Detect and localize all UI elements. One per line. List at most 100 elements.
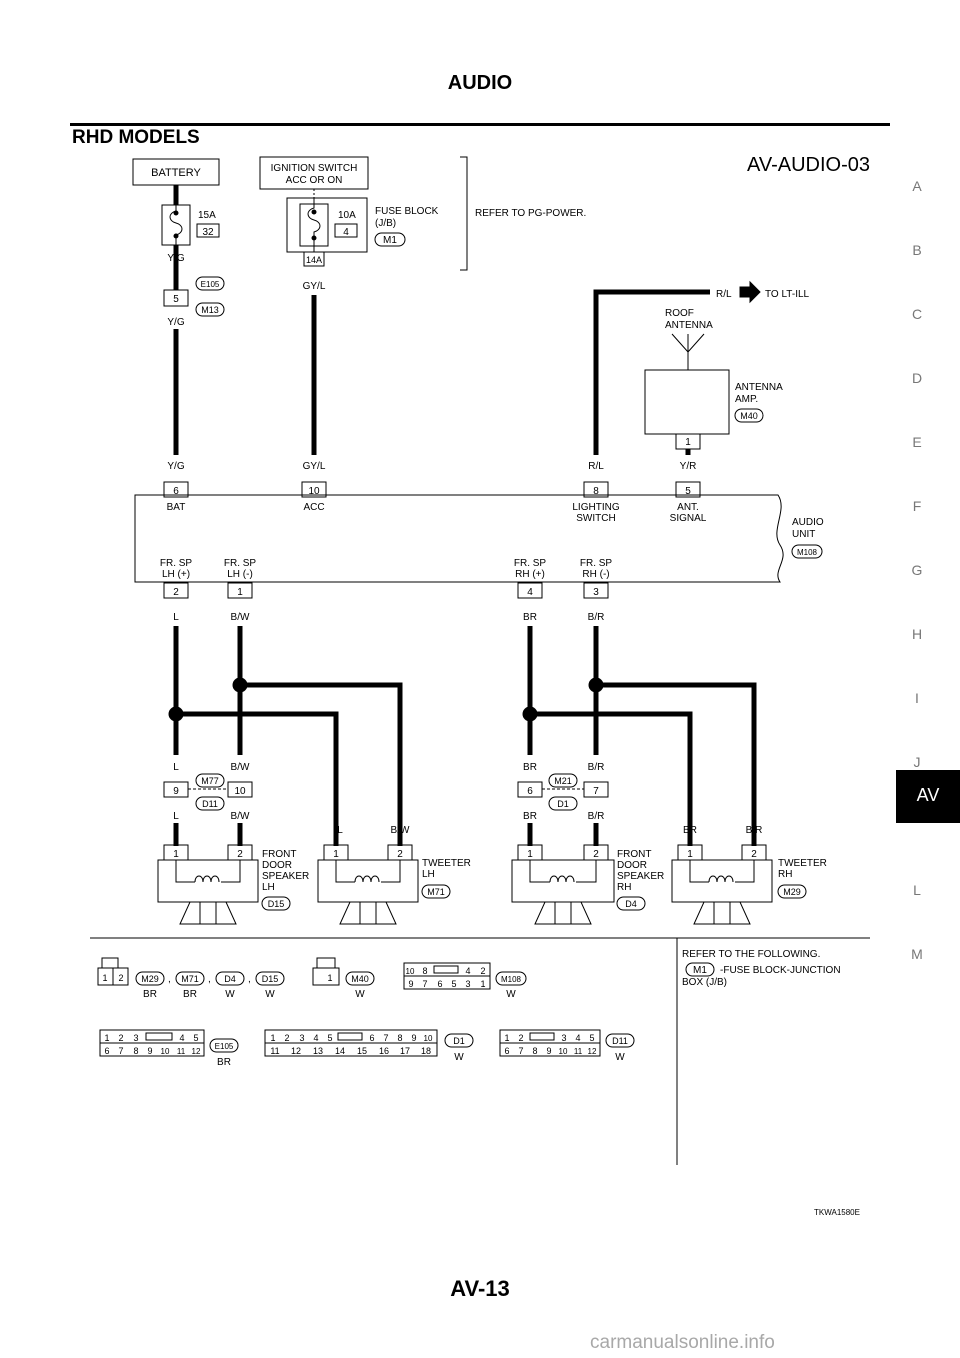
legend-connector-face xyxy=(403,962,491,977)
audio-top-pin: 5 xyxy=(685,486,691,497)
side-index-letter[interactable]: D xyxy=(911,370,923,386)
speaker-pin: 1 xyxy=(173,849,179,860)
legend-pin: 9 xyxy=(147,1046,152,1056)
side-index-letter[interactable]: H xyxy=(911,626,923,642)
legend-color: BR xyxy=(143,989,157,1000)
legend-connector: D15 xyxy=(262,974,279,984)
diagram-id: AV-AUDIO-03 xyxy=(747,154,870,176)
audio-top-pin-box xyxy=(163,481,189,498)
legend-pin: 5 xyxy=(193,1033,198,1043)
wire-color-label: GY/L xyxy=(303,461,326,472)
legend-pin: 8 xyxy=(133,1046,138,1056)
wire-color-label: B/R xyxy=(588,762,605,773)
connector-e105-pin-box xyxy=(163,289,189,307)
legend-separator: , xyxy=(208,974,211,985)
speaker-label: FRONT xyxy=(617,849,651,860)
legend-connector: M29 xyxy=(141,974,159,984)
legend-pin: 12 xyxy=(588,1047,597,1056)
legend-pin: 4 xyxy=(179,1033,184,1043)
side-index-letter[interactable]: J xyxy=(913,754,921,770)
legend-pin: 5 xyxy=(451,979,456,989)
refer-following: REFER TO THE FOLLOWING. xyxy=(682,949,820,960)
wire-color-label: R/L xyxy=(716,289,732,300)
legend-connector-face xyxy=(312,967,340,986)
speaker-wires xyxy=(173,626,757,846)
audio-top-pin-label: LIGHTING xyxy=(572,502,619,513)
figure-code: TKWA1580E xyxy=(814,1208,860,1217)
side-index-letter[interactable]: L xyxy=(913,882,921,898)
side-index-letter[interactable]: C xyxy=(911,306,923,322)
legend-color: W xyxy=(454,1052,464,1063)
roof-antenna-label: ANTENNA xyxy=(665,320,713,331)
audio-unit-label: AUDIO xyxy=(792,517,824,528)
legend-connector-oval xyxy=(215,971,245,986)
wire-color-label: B/W xyxy=(231,612,250,623)
legend-pin: 17 xyxy=(400,1046,410,1056)
speaker-tweeter-rh xyxy=(671,844,773,925)
side-index-letter[interactable]: A xyxy=(912,178,922,194)
wire-color-label: Y/R xyxy=(680,461,697,472)
speaker-pin: 1 xyxy=(333,849,339,860)
side-index-letter[interactable]: G xyxy=(911,562,923,578)
side-index-letter[interactable]: M xyxy=(911,946,923,962)
side-index-letter[interactable]: I xyxy=(915,690,919,706)
wire-color-label: BR xyxy=(523,762,537,773)
fuse-block-terminal-box xyxy=(303,251,325,267)
legend-connector-oval xyxy=(444,1033,474,1048)
legend-pin: 6 xyxy=(104,1046,109,1056)
connector-e105-oval xyxy=(195,276,225,291)
legend-color: BR xyxy=(217,1057,231,1068)
audio-bottom-pin-box xyxy=(227,582,253,599)
legend-pin: 5 xyxy=(327,1033,332,1043)
legend-connector-key xyxy=(337,1032,363,1041)
to-lt-ill[interactable]: TO LT-ILL xyxy=(765,289,810,300)
legend-pin: 15 xyxy=(357,1046,367,1056)
joint-connector-top: M21 xyxy=(554,776,572,786)
audio-bottom-pin-label: RH (-) xyxy=(582,569,609,580)
page-title: AUDIO xyxy=(447,72,513,94)
wire-color-label: B/R xyxy=(746,825,763,836)
audio-bottom-pin-box xyxy=(583,582,609,599)
legend-pin: 1 xyxy=(102,973,107,983)
audio-unit-connector: M108 xyxy=(797,548,818,557)
speaker-label: FRONT xyxy=(262,849,296,860)
audio-top-pin: 6 xyxy=(173,486,179,497)
audio-bottom-pin-label: FR. SP xyxy=(514,558,547,569)
legend-pin: 10 xyxy=(559,1047,568,1056)
fuse-10a-symbol xyxy=(307,198,321,252)
legend-pin: 2 xyxy=(284,1033,289,1043)
side-index-letter[interactable]: B xyxy=(912,242,922,258)
audio-unit-connector-oval xyxy=(791,544,823,559)
antenna-amp-label: ANTENNA xyxy=(735,382,783,393)
speaker-label: RH xyxy=(778,869,792,880)
legend-connector: E105 xyxy=(215,1042,234,1051)
legend-pin: 18 xyxy=(421,1046,431,1056)
joint-pin: 9 xyxy=(173,786,179,797)
wire-color-label: L xyxy=(337,825,343,836)
legend-pin: 10 xyxy=(406,967,415,976)
legend-pin: 8 xyxy=(532,1046,537,1056)
legend-pin: 10 xyxy=(161,1047,170,1056)
audio-bottom-pin-box xyxy=(163,582,189,599)
header-rule xyxy=(70,123,890,126)
audio-bottom-pin-label: RH (+) xyxy=(515,569,545,580)
legend-pin: 1 xyxy=(270,1033,275,1043)
fuse-10a-rating: 10A xyxy=(338,210,356,221)
audio-bottom-pin-label: LH (+) xyxy=(162,569,190,580)
refer-item-connector[interactable]: M1 xyxy=(693,965,707,976)
audio-top-pin-label: SWITCH xyxy=(576,513,615,524)
side-index-tab-active[interactable]: AV xyxy=(896,770,960,823)
legend-connector-face xyxy=(99,1029,205,1044)
legend-pin: 1 xyxy=(104,1033,109,1043)
side-index-letter[interactable]: E xyxy=(912,434,922,450)
connector-e105-pin: 5 xyxy=(173,294,179,305)
splice-dot xyxy=(588,677,604,693)
legend-connector: M40 xyxy=(351,974,369,984)
legend-pin: 1 xyxy=(504,1033,509,1043)
side-index-letter[interactable]: F xyxy=(912,498,922,514)
legend-pin: 9 xyxy=(546,1046,551,1056)
speaker-label: TWEETER xyxy=(422,858,471,869)
speaker-label: SPEAKER xyxy=(617,871,664,882)
speaker-connector: D15 xyxy=(268,899,285,909)
legend-connector-tab xyxy=(316,957,336,969)
